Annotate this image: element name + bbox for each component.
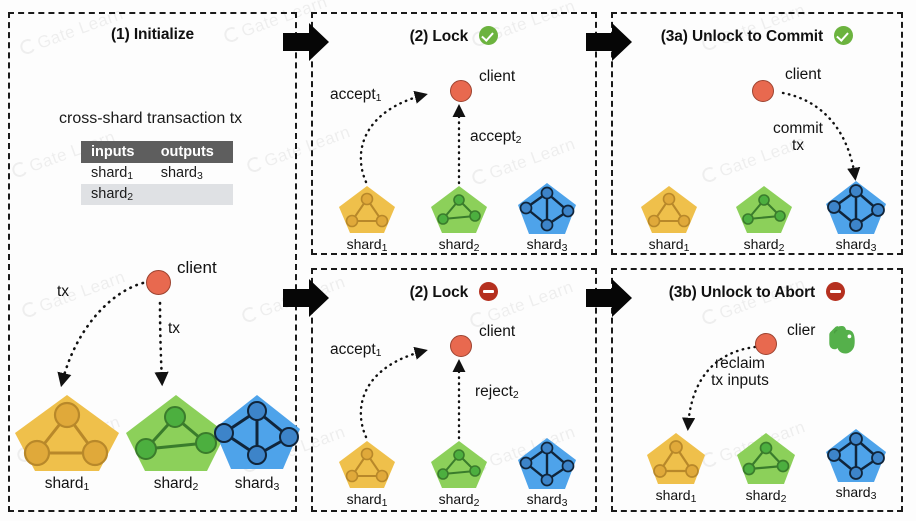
shard-3-small: shard3 bbox=[824, 428, 888, 502]
shard-2-label: shard2 bbox=[438, 491, 480, 509]
client-node bbox=[755, 333, 777, 355]
cell-input-shard2: shard2 bbox=[81, 184, 151, 205]
edge-label-tx-to-shard1: tx bbox=[57, 283, 70, 300]
edge-label-tx-to-shard2: tx bbox=[168, 320, 181, 337]
client-node bbox=[450, 335, 472, 357]
column-header-inputs: inputs bbox=[81, 141, 151, 163]
table-header-row: inputs outputs bbox=[81, 141, 233, 163]
shard-1-label: shard1 bbox=[346, 491, 388, 509]
column-header-outputs: outputs bbox=[150, 141, 233, 163]
cell-input-shard1: shard1 bbox=[91, 165, 134, 182]
shard-2-small: shard2 bbox=[735, 185, 793, 254]
client-label: client bbox=[479, 68, 516, 85]
client-label: client bbox=[177, 258, 217, 277]
shard-2-small: shard2 bbox=[430, 440, 488, 509]
edge-label-accept-1: accept1 bbox=[330, 341, 382, 359]
shard-1-small: shard1 bbox=[645, 432, 707, 505]
shard-2-label: shard2 bbox=[438, 236, 480, 254]
edge-label-reject-2: reject2 bbox=[475, 383, 519, 401]
step-arrow-icon bbox=[586, 277, 632, 319]
edge-label-accept-2: accept2 bbox=[470, 128, 522, 146]
shard-1-label: shard1 bbox=[648, 236, 690, 254]
shard-2-big: shard2 bbox=[124, 393, 228, 493]
shard-3-small: shard3 bbox=[516, 182, 578, 254]
shard-3-label: shard3 bbox=[526, 236, 568, 254]
shard-1-small: shard1 bbox=[338, 440, 396, 509]
panel-lock-accept bbox=[311, 12, 597, 255]
transaction-table: inputs outputs shard1 shard3 shard2 bbox=[81, 141, 233, 205]
shard-1-small: shard1 bbox=[338, 185, 396, 254]
panel-lock-reject bbox=[311, 268, 597, 512]
step-arrow-icon bbox=[586, 21, 632, 63]
shard-2-small: shard2 bbox=[430, 185, 488, 254]
transaction-caption: cross-shard transaction tx bbox=[59, 110, 243, 127]
panel-initialize bbox=[8, 12, 297, 512]
client-label: client bbox=[479, 323, 516, 340]
shard-1-small: shard1 bbox=[640, 185, 698, 254]
panel-unlock-abort-title: (3b) Unlock to Abort bbox=[611, 282, 903, 306]
client-label: clier bbox=[787, 322, 816, 339]
client-label: client bbox=[785, 66, 822, 83]
panel-lock-reject-title: (2) Lock bbox=[311, 282, 597, 306]
panel-unlock-commit bbox=[611, 12, 903, 255]
edge-label-accept-1: accept1 bbox=[330, 86, 382, 104]
step-arrow-icon bbox=[283, 21, 329, 63]
check-circle-icon bbox=[834, 26, 854, 50]
client-node bbox=[450, 80, 472, 102]
client-node bbox=[146, 270, 171, 295]
shard-1-label: shard1 bbox=[44, 475, 90, 493]
shard-3-big: shard3 bbox=[212, 393, 302, 493]
check-circle-icon bbox=[479, 26, 499, 50]
panel-unlock-abort bbox=[611, 268, 903, 512]
cell-output-empty bbox=[150, 184, 233, 205]
shard-2-label: shard2 bbox=[745, 487, 787, 505]
no-entry-icon bbox=[479, 282, 499, 306]
no-entry-icon bbox=[826, 282, 846, 306]
panel-unlock-commit-title: (3a) Unlock to Commit bbox=[611, 26, 903, 50]
shard-1-big: shard1 bbox=[13, 393, 121, 493]
shard-3-label: shard3 bbox=[835, 484, 877, 502]
shard-1-label: shard1 bbox=[346, 236, 388, 254]
shard-3-small: shard3 bbox=[824, 180, 888, 254]
panel-lock-accept-title: (2) Lock bbox=[311, 26, 597, 50]
shard-3-label: shard3 bbox=[835, 236, 877, 254]
table-row: shard1 shard3 bbox=[81, 163, 233, 184]
shard-2-label: shard2 bbox=[153, 475, 199, 493]
cell-output-shard3: shard3 bbox=[160, 165, 203, 182]
edge-label-commit-tx: commit tx bbox=[773, 120, 823, 155]
evernote-elephant-icon bbox=[826, 322, 860, 361]
shard-3-label: shard3 bbox=[526, 491, 568, 509]
shard-3-label: shard3 bbox=[234, 475, 280, 493]
shard-2-label: shard2 bbox=[743, 236, 785, 254]
step-arrow-icon bbox=[283, 277, 329, 319]
table-row: shard2 bbox=[81, 184, 233, 205]
shard-3-small: shard3 bbox=[516, 437, 578, 509]
client-node bbox=[752, 80, 774, 102]
edge-label-reclaim-tx-inputs: reclaim tx inputs bbox=[711, 355, 769, 390]
shard-2-small: shard2 bbox=[735, 432, 797, 505]
shard-1-label: shard1 bbox=[655, 487, 697, 505]
panel-initialize-title: (1) Initialize bbox=[110, 26, 194, 43]
